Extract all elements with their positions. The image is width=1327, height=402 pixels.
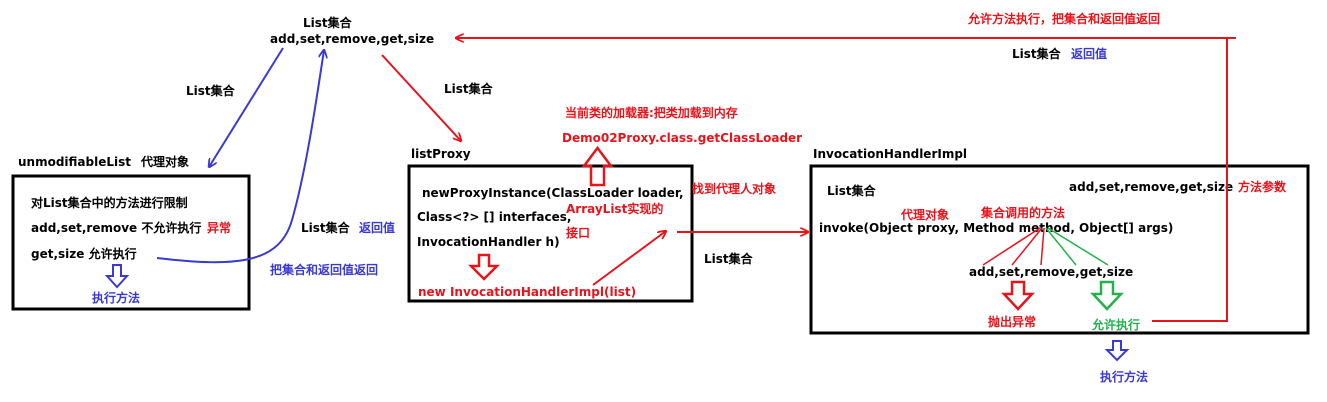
split-line-add [982,227,1041,266]
box-list-proxy [407,164,694,303]
box3-invoke-signature: invoke(Object proxy, Method method, Obje… [819,221,1173,235]
loader-hollow-arrow-icon [581,145,614,187]
to-handler-list-label: List集合 [704,251,754,266]
arrow-top-to-proxy [381,54,461,141]
box1-exception-label: 异常 [207,220,231,235]
box2-line3: InvocationHandler h) [417,235,560,249]
split-line-get [1045,227,1077,266]
box3-throw-label: 抛出异常 [988,314,1036,329]
top-right-return-label: 返回值 [1071,46,1107,61]
middle-return-label: 返回值 [359,220,395,235]
box3-methods-sub: add,set,remove,get,size [969,265,1133,279]
exec-down-hollow-arrow-icon [1104,340,1130,362]
box3-method-note: 集合调用的方法 [980,205,1065,220]
box1-title-suffix: 代理对象 [140,154,189,169]
middle-list-label: List集合 [301,220,351,235]
arrow-impl-to-interfaces [592,231,666,286]
left-list-label: List集合 [186,83,236,98]
box2-line2: Class<?> [] interfaces, [417,210,571,224]
box2-footer: new InvocationHandlerImpl(list) [418,285,636,299]
box1-down-hollow-arrow-icon [104,264,130,289]
interfaces-note-line1: ArrayList实现的 [566,201,663,216]
allow-return-note: 允许方法执行，把集合和返回值返回 [967,11,1160,26]
loader-note-line1: 当前类的加载器:把类加载到内存 [565,105,738,120]
box1-line3: get,size 允许执行 [31,246,137,261]
top-list-label: List集合 [303,15,353,30]
box-invocation-handler [809,164,1310,335]
top-right-list-label: List集合 [1012,46,1062,61]
split-line-remove [1040,227,1045,266]
top-methods-label: add,set,remove,get,size [270,32,434,46]
box3-list-label: List集合 [827,183,877,198]
middle-return-note: 把集合和返回值返回 [270,262,378,277]
box-unmodifiable-list [11,174,251,311]
box3-title: InvocationHandlerImpl [813,147,967,161]
allow-down-hollow-arrow-icon [1090,280,1124,311]
arrow-top-to-unmodifiable [209,47,284,167]
loader-note-line2: Demo02Proxy.class.getClassLoader [562,131,802,145]
split-line-set [1011,227,1043,266]
interfaces-note-line2: 接口 [566,225,590,240]
box3-exec-label: 执行方法 [1100,369,1148,384]
box3-params-note: 方法参数 [1238,179,1287,194]
box1-title: unmodifiableList [18,155,131,169]
box2-down-hollow-arrow-icon [467,253,501,281]
box2-line1: newProxyInstance(ClassLoader loader, [422,186,684,200]
box3-methods: add,set,remove,get,size [1069,180,1233,194]
arrow-allow-return-loop [1152,37,1236,322]
box1-footer: 执行方法 [92,290,140,305]
box3-allow-label: 允许执行 [1091,317,1140,332]
box1-line1: 对List集合中的方法进行限制 [31,195,188,210]
split-line-size [1047,227,1109,266]
to-proxy-list-label: List集合 [444,81,494,96]
box3-proxy-note: 代理对象 [900,207,949,222]
box1-line2: add,set,remove 不允许执行 [31,220,201,235]
box2-title: listProxy [411,147,471,161]
find-proxy-note: 找到代理人对象 [692,181,776,196]
throw-down-hollow-arrow-icon [1001,280,1035,311]
arrow-return-to-top [156,50,324,264]
